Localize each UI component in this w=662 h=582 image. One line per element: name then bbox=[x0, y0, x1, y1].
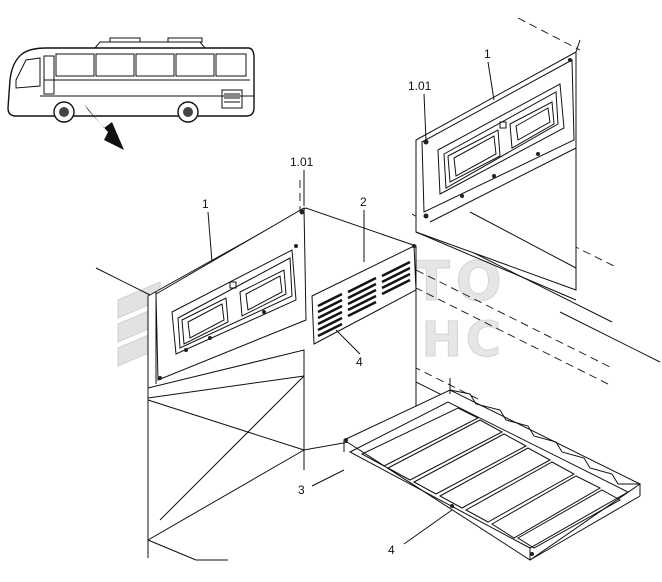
callout-grille: 2 bbox=[360, 195, 367, 209]
callout-labels: 1 1.01 1.01 1 2 4 3 4 bbox=[202, 47, 491, 557]
callout-top-right-part: 1 bbox=[484, 47, 491, 61]
right-service-panel bbox=[421, 58, 575, 219]
bottom-tray bbox=[342, 378, 641, 561]
callout-left-ref: 1.01 bbox=[290, 155, 314, 169]
callout-left-part: 1 bbox=[202, 197, 209, 211]
leader-lines bbox=[207, 61, 495, 545]
callout-tray: 3 bbox=[298, 483, 305, 497]
left-service-panel bbox=[155, 207, 307, 381]
pointer-arrow-icon bbox=[84, 104, 124, 150]
ventilation-grille bbox=[311, 244, 417, 345]
callout-top-right-ref: 1.01 bbox=[408, 79, 432, 93]
callout-grille-ref: 4 bbox=[356, 355, 363, 369]
callout-tray-ref: 4 bbox=[388, 543, 395, 557]
bus-thumbnail bbox=[7, 37, 255, 150]
